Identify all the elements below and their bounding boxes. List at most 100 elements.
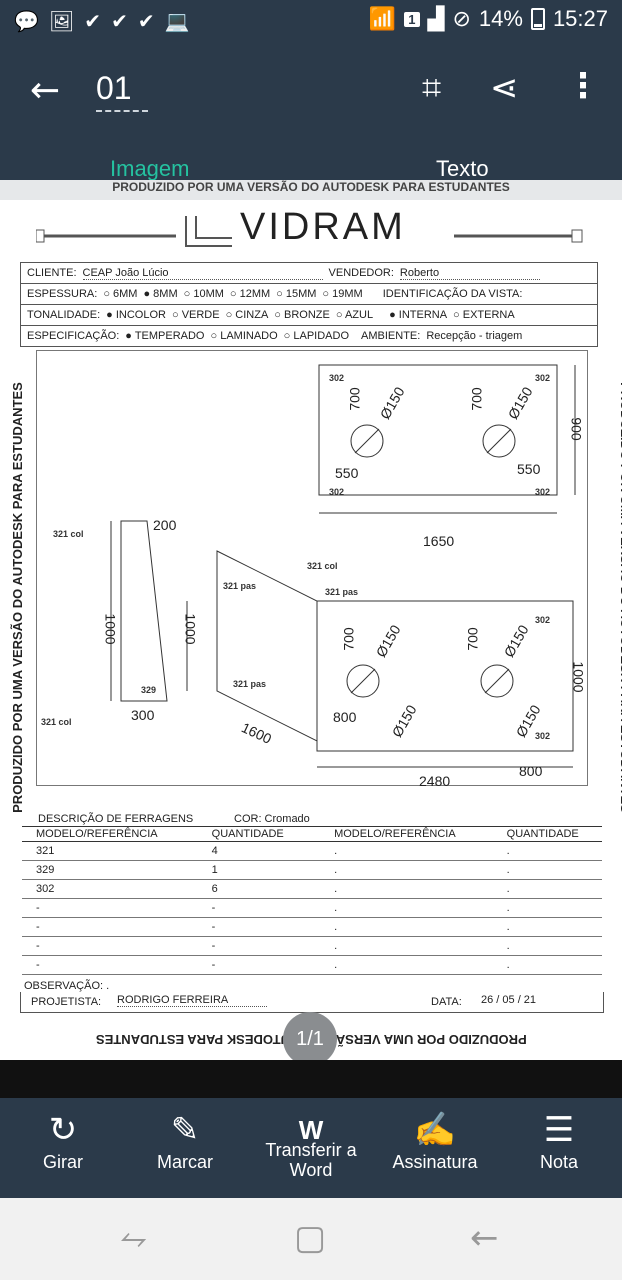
image-icon: 🖼 [48, 9, 75, 33]
table-row: --.. [22, 937, 602, 956]
row-cliente: CLIENTE: CEAP João Lúcio VENDEDOR: Rober… [21, 263, 597, 284]
recent-apps-icon[interactable]: ⥊ [120, 1218, 148, 1258]
opt-8mm: ● 8MM [143, 288, 178, 300]
dim-1000-a: 1000 [102, 613, 119, 645]
projetista-row: PROJETISTA: RODRIGO FERREIRA DATA: 26 / … [20, 992, 604, 1013]
watermark-left: PRODUZIDO POR UMA VERSÃO DO AUTODESK PAR… [9, 382, 25, 813]
back-arrow-icon[interactable]: ← [30, 70, 61, 111]
opt-laminado: ○ LAMINADO [210, 330, 278, 342]
mark-button[interactable]: ✎ Marcar [130, 1108, 240, 1172]
clock: 15:27 [552, 6, 608, 31]
tag-302-c: 302 [329, 487, 345, 497]
dim-1000-c: 1000 [570, 661, 587, 693]
tag-321-col-a: 321 col [53, 529, 84, 539]
order-form: CLIENTE: CEAP João Lúcio VENDEDOR: Rober… [20, 262, 598, 347]
opt-15mm: ○ 15MM [276, 288, 317, 300]
battery-icon [530, 8, 545, 30]
dim-700-c: 700 [340, 627, 357, 651]
check-icon: ✔ [84, 9, 102, 33]
rotate-icon: ↻ [48, 1111, 78, 1149]
table-row: --.. [22, 956, 602, 975]
dim-200: 200 [153, 517, 177, 533]
dim-700-d: 700 [464, 627, 481, 651]
dim-800-b: 800 [519, 763, 543, 779]
tag-302-a: 302 [329, 373, 345, 383]
back-icon[interactable]: ← [470, 1218, 499, 1258]
title-underline [96, 110, 148, 112]
app-bar: ← 01 ⌗ ⋖ ⋮ [0, 42, 622, 142]
transfer-word-button[interactable]: W Transferir a Word [256, 1108, 366, 1180]
tag-302-b: 302 [535, 373, 551, 383]
battery-percent: 14% [478, 6, 523, 31]
technical-drawing: 700 Ø150 700 Ø150 550 550 900 1650 200 1… [36, 350, 588, 789]
vendedor-value: Roberto [399, 267, 540, 280]
bottom-toolbar: ↻ Girar ✎ Marcar W Transferir a Word ✍ A… [0, 1098, 622, 1198]
opt-10mm: ○ 10MM [183, 288, 224, 300]
date-value: 26 / 05 / 21 [481, 994, 537, 1006]
ambiente-value: Recepção - triagem [426, 330, 523, 342]
word-icon: W [298, 1115, 324, 1145]
rotate-button[interactable]: ↻ Girar [8, 1108, 118, 1172]
opt-azul: ○ AZUL [335, 309, 374, 321]
note-icon: ☰ [543, 1111, 575, 1149]
ferragens-title-row: DESCRIÇÃO DE FERRAGENS COR: Cromado [38, 813, 310, 825]
observacao: OBSERVAÇÃO: . [24, 980, 110, 992]
tag-302-f: 302 [535, 731, 551, 741]
home-icon[interactable]: ▢ [294, 1218, 327, 1258]
image-bottom-band [0, 1060, 622, 1098]
dim-550-a: 550 [335, 465, 359, 481]
pencil-icon: ✎ [170, 1111, 200, 1149]
tag-321-pas-b: 321 pas [325, 587, 359, 597]
signature-icon: ✍ [413, 1111, 457, 1149]
dim-900: 900 [568, 417, 585, 441]
opt-interna: ● INTERNA [389, 309, 448, 321]
document-preview[interactable]: PRODUZIDO POR UMA VERSÃO DO AUTODESK PAR… [0, 180, 622, 1060]
signature-button[interactable]: ✍ Assinatura [380, 1108, 490, 1172]
row-tonalidade: TONALIDADE: ● INCOLOR ○ VERDE ○ CINZA ○ … [21, 305, 597, 326]
table-header: MODELO/REFERÊNCIA QUANTIDADE MODELO/REFE… [22, 826, 602, 842]
tag-329: 329 [141, 685, 157, 695]
table-row: --.. [22, 918, 602, 937]
opt-19mm: ○ 19MM [322, 288, 363, 300]
tag-321-pas-c: 321 pas [233, 679, 267, 689]
dim-300: 300 [131, 707, 155, 723]
table-row: --.. [22, 899, 602, 918]
page-indicator: 1/1 [283, 1012, 337, 1066]
ferragens-table: DESCRIÇÃO DE FERRAGENS COR: Cromado MODE… [22, 812, 602, 975]
tag-302-e: 302 [535, 615, 551, 625]
dim-550-b: 550 [517, 461, 541, 477]
dim-2480: 2480 [419, 773, 451, 789]
row-espessura: ESPESSURA: ○ 6MM ● 8MM ○ 10MM ○ 12MM ○ 1… [21, 284, 597, 305]
share-icon[interactable]: ⋖ [490, 68, 519, 108]
logo-area [36, 210, 586, 250]
signal-icon: ▟ [427, 6, 445, 31]
message-icon: 💬 [14, 9, 39, 33]
crop-icon[interactable]: ⌗ [422, 68, 442, 108]
dim-800-a: 800 [333, 709, 357, 725]
status-bar: 💬 🖼 ✔ ✔ ✔ 💻 📶 1 ▟ ⊘ 14% 15:27 [0, 0, 622, 42]
note-button[interactable]: ☰ Nota [504, 1108, 614, 1172]
vidram-logo: VIDRAM [240, 206, 406, 248]
tag-321-col-b: 321 col [307, 561, 338, 571]
wifi-icon: 📶 [368, 6, 397, 31]
document-title[interactable]: 01 [96, 70, 132, 106]
tab-imagem[interactable]: Imagem [110, 156, 190, 181]
dim-1650: 1650 [423, 533, 455, 549]
dnd-icon: ⊘ [452, 6, 471, 31]
more-vert-icon[interactable]: ⋮ [566, 66, 600, 106]
check-icon: ✔ [137, 9, 155, 33]
opt-lapidado: ○ LAPIDADO [283, 330, 350, 342]
opt-temperado: ● TEMPERADO [125, 330, 205, 342]
opt-6mm: ○ 6MM [103, 288, 138, 300]
projetista-value: RODRIGO FERREIRA [117, 994, 267, 1007]
row-especificacao: ESPECIFICAÇÃO: ● TEMPERADO ○ LAMINADO ○ … [27, 330, 523, 342]
opt-verde: ○ VERDE [171, 309, 220, 321]
tag-302-d: 302 [535, 487, 551, 497]
tab-texto[interactable]: Texto [436, 156, 489, 181]
opt-incolor: ● INCOLOR [106, 309, 166, 321]
dim-700-a: 700 [346, 387, 363, 411]
dim-700-b: 700 [468, 387, 485, 411]
opt-externa: ○ EXTERNA [453, 309, 515, 321]
